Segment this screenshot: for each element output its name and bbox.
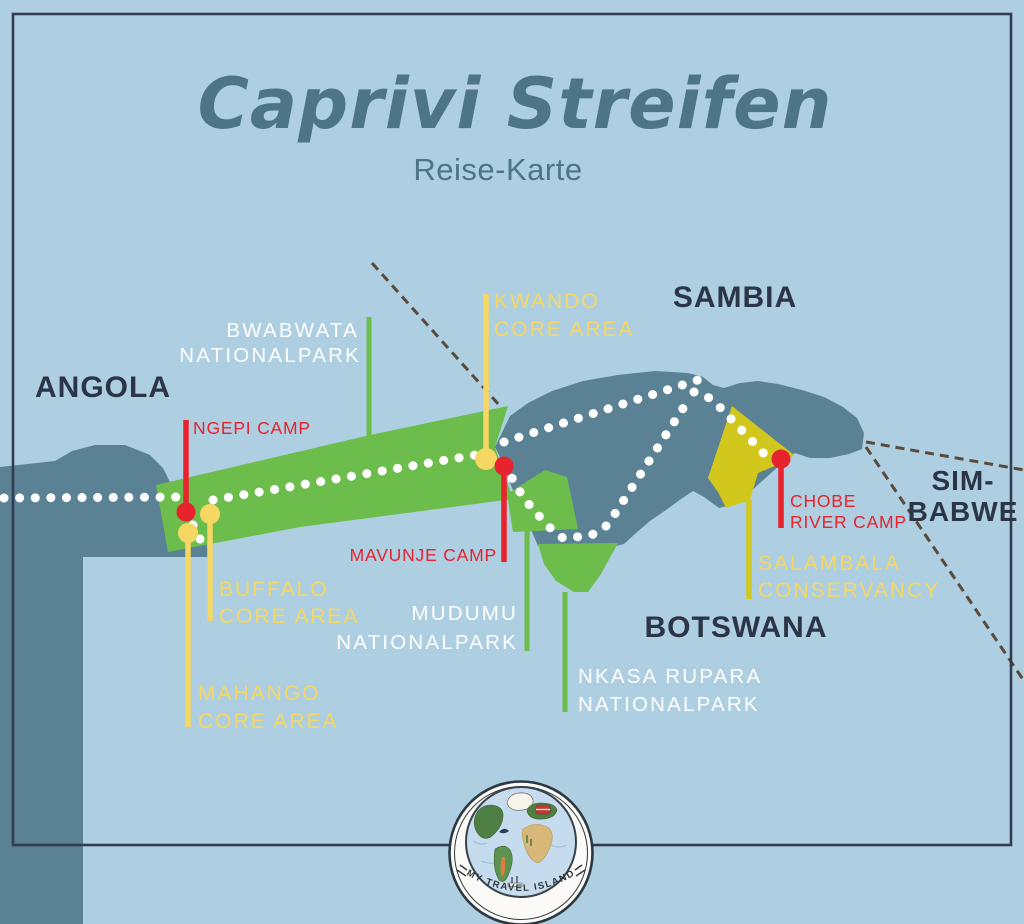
north-america-shape bbox=[473, 804, 504, 839]
label-kwando-line1: KWANDO bbox=[494, 290, 600, 313]
nkasa-rupara-park-shape bbox=[538, 543, 618, 592]
mavunje-camp-dot bbox=[494, 456, 514, 476]
label-nkasa-line2: NATIONALPARK bbox=[578, 693, 760, 716]
label-chobe-camp-line2: RIVER CAMP bbox=[790, 512, 907, 532]
label-ngepi-camp: NGEPI CAMP bbox=[193, 418, 311, 438]
andes-streak bbox=[500, 857, 506, 877]
border-dash-botswana-zimbabwe bbox=[864, 446, 1024, 682]
label-simbabwe-line1: SIM- bbox=[931, 465, 994, 496]
salambala-conservancy-shape bbox=[708, 406, 794, 508]
okavango-river-landmass bbox=[0, 445, 208, 557]
buffalo-marker-dot bbox=[200, 504, 220, 524]
ngepi-camp-dot bbox=[176, 502, 196, 522]
label-bwabwata-line2: NATIONALPARK bbox=[179, 344, 361, 367]
chobe-camp-dot bbox=[771, 449, 791, 469]
mudumu-park-shape bbox=[507, 470, 578, 532]
my-travel-island-logo: MY TRAVEL ISLAND bbox=[448, 780, 594, 924]
label-chobe-camp-line1: CHOBE bbox=[790, 491, 856, 511]
label-salambala-line2: CONSERVANCY bbox=[758, 579, 940, 602]
border-dash-zambia-zimbabwe bbox=[865, 440, 1024, 472]
whale-icon bbox=[499, 828, 509, 834]
label-bwabwata-line1: BWABWATA bbox=[226, 319, 359, 342]
page-title: Caprivi Streifen bbox=[198, 63, 833, 145]
cactus-icon bbox=[526, 835, 532, 846]
page-subtitle: Reise-Karte bbox=[413, 152, 582, 187]
mahango-marker-dot bbox=[178, 523, 198, 543]
label-buffalo-line1: BUFFALO bbox=[219, 578, 329, 601]
label-mahango-line1: MAHANGO bbox=[198, 682, 321, 705]
kwando-marker-dot bbox=[475, 448, 497, 470]
label-buffalo-line2: CORE AREA bbox=[219, 605, 360, 628]
label-kwando-line2: CORE AREA bbox=[494, 318, 635, 341]
label-mavunje-camp: MAVUNJE CAMP bbox=[350, 545, 497, 565]
greenland-shape bbox=[506, 792, 534, 811]
label-salambala-line1: SALAMBALA bbox=[758, 552, 901, 575]
route-entry-west bbox=[0, 492, 185, 503]
label-sambia: SAMBIA bbox=[673, 281, 797, 314]
route-bwabwata-band bbox=[208, 448, 492, 505]
label-mudumu-line1: MUDUMU bbox=[411, 602, 518, 625]
border-dash-angola-zambia bbox=[370, 261, 502, 408]
africa-shape bbox=[521, 824, 553, 864]
east-caprivi-landmass bbox=[495, 371, 864, 546]
label-botswana: BOTSWANA bbox=[645, 611, 828, 644]
route-salambala-branch bbox=[689, 387, 775, 465]
route-mudumu-loop bbox=[501, 391, 696, 543]
label-nkasa-line1: NKASA RUPARA bbox=[578, 665, 762, 688]
label-angola: ANGOLA bbox=[35, 371, 171, 404]
logo-tick-marks bbox=[456, 864, 586, 877]
steamship-icon bbox=[507, 876, 523, 887]
label-mudumu-line2: NATIONALPARK bbox=[336, 631, 518, 654]
label-mahango-line2: CORE AREA bbox=[198, 710, 339, 733]
route-to-peak bbox=[499, 375, 703, 447]
label-simbabwe-line2: BABWE bbox=[908, 496, 1019, 527]
